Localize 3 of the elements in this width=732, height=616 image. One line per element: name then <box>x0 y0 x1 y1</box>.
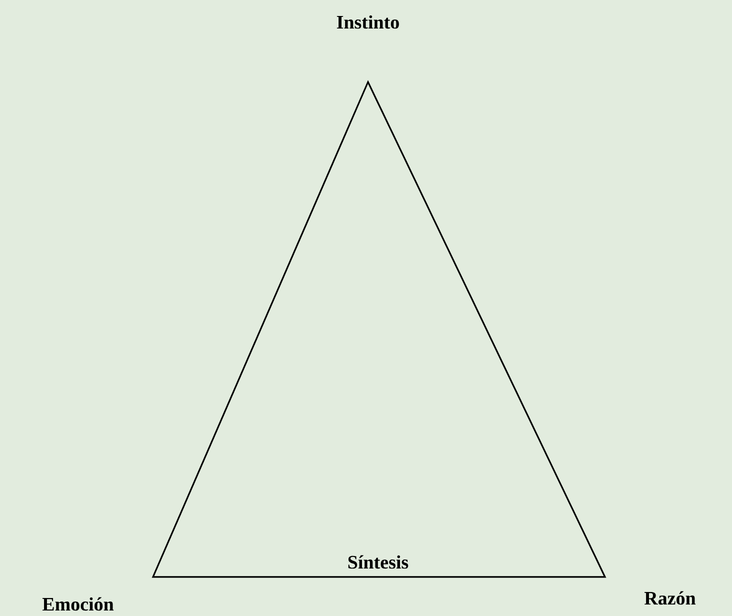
vertex-label: Razón <box>644 591 696 605</box>
vertex-label: Emoción <box>42 597 114 611</box>
vertex-label: Instinto <box>336 15 399 29</box>
